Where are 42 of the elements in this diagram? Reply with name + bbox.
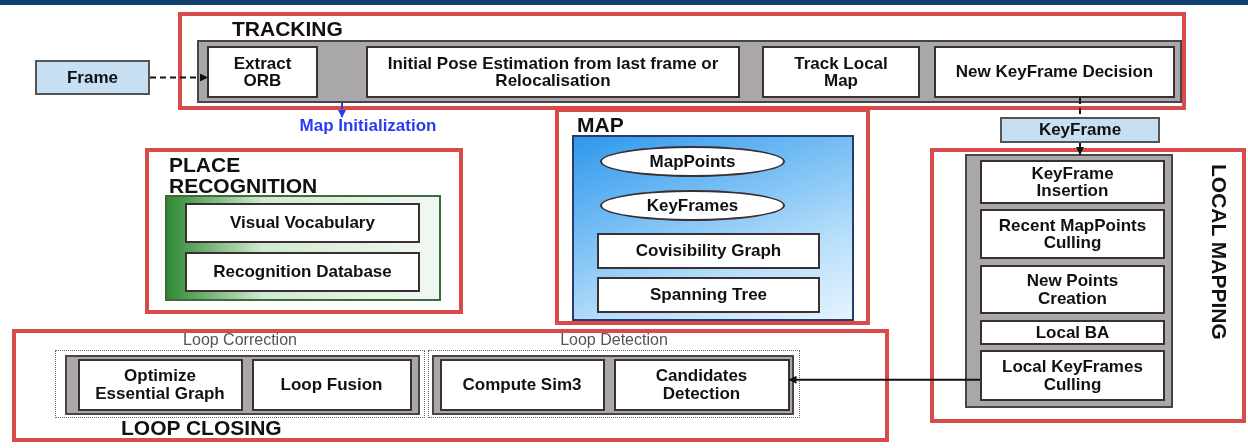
process-box: Track Local Map bbox=[762, 46, 920, 98]
process-box: Spanning Tree bbox=[597, 277, 820, 313]
module-title: MAP bbox=[577, 114, 624, 135]
arrow bbox=[338, 102, 346, 118]
group-heading: Loop Correction bbox=[182, 331, 298, 349]
process-box: Covisibility Graph bbox=[597, 233, 820, 269]
process-box: Recent MapPoints Culling bbox=[980, 209, 1165, 259]
process-box: Local BA bbox=[980, 320, 1165, 345]
data-ellipse: KeyFrames bbox=[600, 190, 785, 221]
process-box: New Points Creation bbox=[980, 265, 1165, 314]
process-box: Recognition Database bbox=[185, 252, 420, 292]
process-band bbox=[197, 40, 1182, 103]
module-frame bbox=[178, 12, 1186, 110]
process-box: Optimize Essential Graph bbox=[77, 358, 243, 411]
arrow bbox=[788, 375, 981, 384]
database-panel bbox=[165, 195, 441, 301]
output-label: Map Initialization bbox=[243, 117, 493, 139]
module-frame bbox=[555, 108, 870, 325]
process-box: Visual Vocabulary bbox=[185, 203, 420, 243]
process-box: Compute Sim3 bbox=[439, 358, 605, 411]
map-panel bbox=[572, 135, 854, 321]
arrow bbox=[1076, 142, 1084, 155]
process-box: Loop Fusion bbox=[251, 358, 412, 411]
process-box: Local KeyFrames Culling bbox=[980, 350, 1165, 401]
process-box: Extract ORB bbox=[207, 46, 318, 98]
module-frame bbox=[12, 329, 889, 442]
process-band bbox=[965, 154, 1173, 408]
process-box: Candidates Detection bbox=[613, 358, 790, 411]
group-heading: Loop Detection bbox=[559, 331, 669, 349]
input-box: KeyFrame bbox=[1000, 117, 1160, 143]
process-box: KeyFrame Insertion bbox=[980, 160, 1165, 204]
module-title: LOCAL MAPPING bbox=[1209, 164, 1230, 340]
input-box: Frame bbox=[35, 60, 150, 95]
module-title: TRACKING bbox=[232, 18, 343, 39]
module-frame bbox=[145, 148, 463, 314]
data-ellipse: MapPoints bbox=[600, 146, 785, 177]
process-box: New KeyFrame Decision bbox=[934, 46, 1175, 98]
module-frame bbox=[930, 148, 1246, 423]
module-title: LOOP CLOSING bbox=[121, 417, 282, 438]
module-title: PLACE RECOGNITION bbox=[169, 154, 319, 196]
arrow bbox=[149, 73, 208, 82]
process-box: Initial Pose Estimation from last frame or Relocalisation bbox=[366, 46, 740, 98]
